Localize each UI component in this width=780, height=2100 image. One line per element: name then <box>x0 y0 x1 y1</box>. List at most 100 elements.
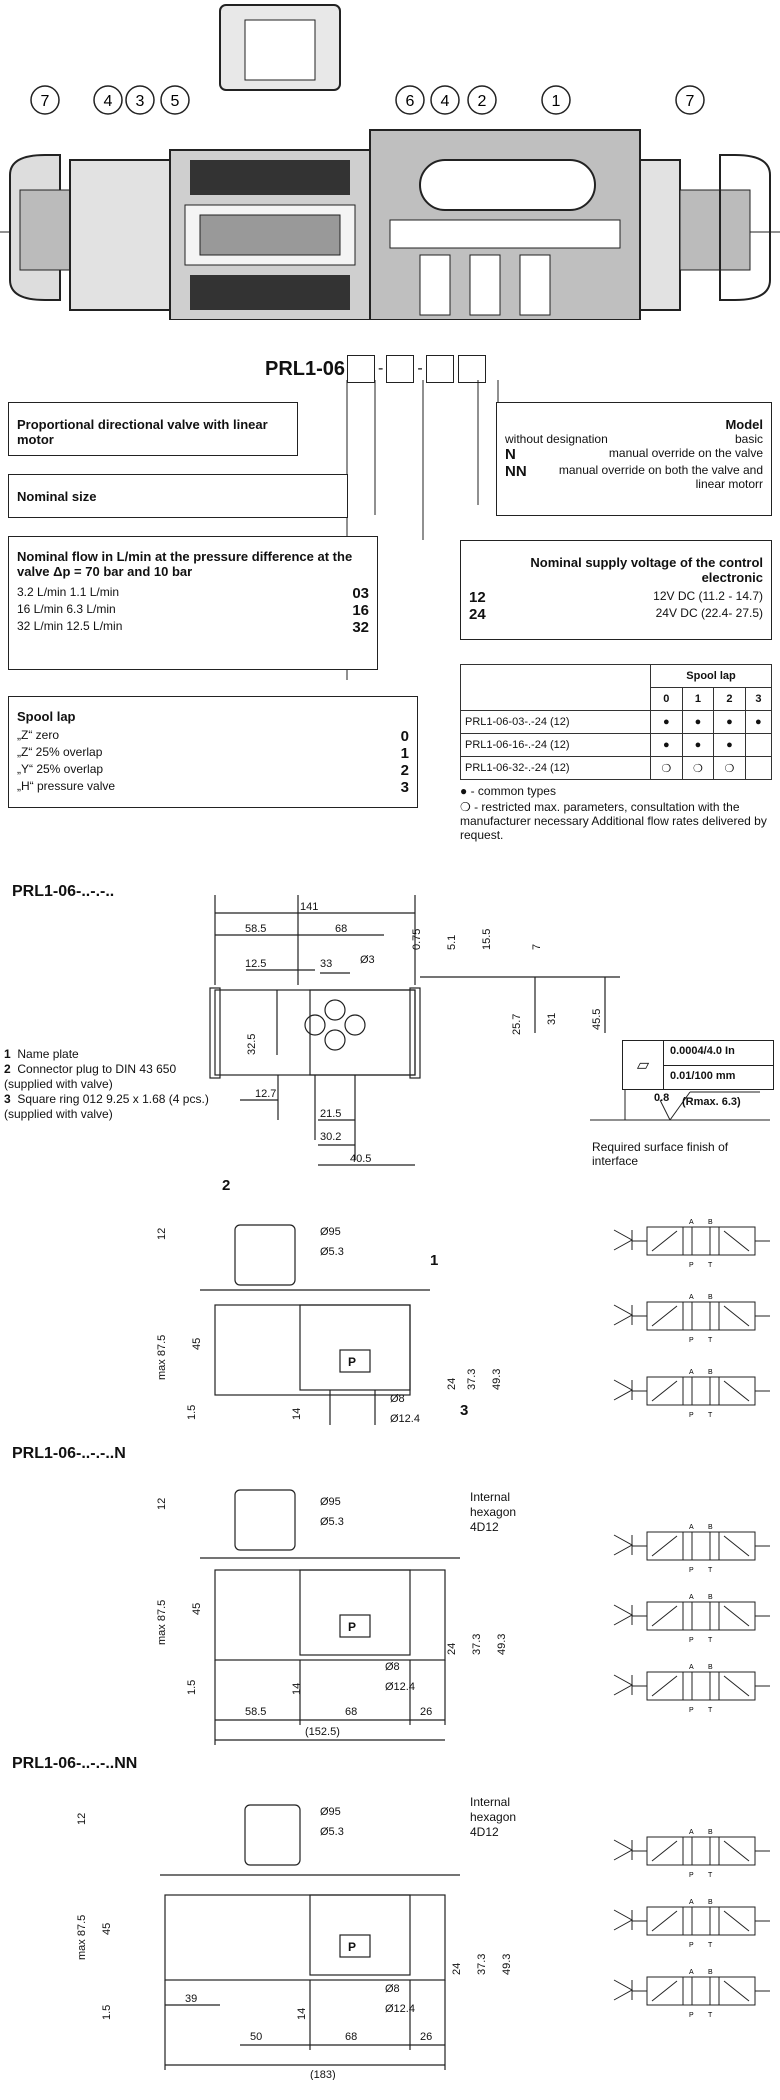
dim-label: 39 <box>185 1993 197 2005</box>
dim-label: 21.5 <box>320 1108 341 1120</box>
dim-label: 45 <box>101 1923 113 1935</box>
dim-label: 32.5 <box>246 1034 258 1055</box>
flow-arrow <box>723 1305 750 1327</box>
dim-label: Ø95 <box>320 1496 341 1508</box>
spool-lap-table: Spool lap 0 1 2 3 PRL1-06-03-.-24 (12) ●… <box>459 664 773 780</box>
hexagon-note-n: Internal hexagon 4D12 <box>470 1490 517 1534</box>
dim-label: 58.5 <box>245 1706 266 1718</box>
note-item: 2 Connector plug to DIN 43 650 (supplied… <box>4 1062 177 1091</box>
flow-arrow <box>651 1380 678 1402</box>
spool-col: 3 <box>744 687 773 711</box>
flow-arrow <box>723 1980 750 2002</box>
port-t: T <box>708 1707 713 1714</box>
dim-label: Ø5.3 <box>320 1246 344 1258</box>
callout-circle <box>160 85 190 115</box>
spool-col: 2 <box>713 687 746 711</box>
flow-heading: Nominal flow in L/min at the pressure di… <box>17 549 353 579</box>
dim-label: Ø12.4 <box>390 1413 420 1425</box>
port-b: B <box>708 1899 713 1906</box>
callout-circle <box>467 85 497 115</box>
port-t: T <box>708 1262 713 1269</box>
dim-label: 45.5 <box>591 1009 603 1030</box>
valve-symbol: A B P T <box>613 1899 770 1949</box>
port-b: B <box>708 1294 713 1301</box>
dim-label: 7 <box>531 944 543 950</box>
port-p: P <box>689 1942 694 1949</box>
flow-arrow <box>651 1675 678 1697</box>
port-b: B <box>708 1524 713 1531</box>
dim-label: Ø8 <box>385 1661 400 1673</box>
port-t: T <box>708 1637 713 1644</box>
dim-label: 24 <box>446 1643 458 1655</box>
title-text: Proportional directional valve with line… <box>17 417 268 447</box>
dim-label: 12.5 <box>245 958 266 970</box>
dim-label: 0.75 <box>411 929 423 950</box>
callout: 3 <box>460 1402 468 1419</box>
dim-label: max 87.5 <box>76 1915 88 1960</box>
dim-label: 40.5 <box>350 1153 371 1165</box>
port-b: B <box>708 1369 713 1376</box>
dim-label: Ø5.3 <box>320 1516 344 1528</box>
dim-label: 5.1 <box>446 935 458 950</box>
legend-common: ● - common types <box>460 784 556 798</box>
surface-note: Required surface finish of interface <box>592 1140 729 1168</box>
dim-label: 68 <box>345 1706 357 1718</box>
side-view-basic: 2 1 3 12 Ø95 Ø5.3 max 87.5 45 24 37.3 49… <box>156 1180 503 1425</box>
model-code: PRL1-06 - - <box>265 355 486 383</box>
port-p: P <box>689 1637 694 1644</box>
nominal-size-text: Nominal size <box>17 489 97 504</box>
dim-label: max 87.5 <box>156 1600 168 1645</box>
flow-arrow <box>651 1910 678 1932</box>
section1-title: PRL1-06-..-.-.. <box>12 883 115 900</box>
dim-label: 49.3 <box>496 1634 508 1655</box>
dim-label: 68 <box>345 2031 357 2043</box>
table-row: PRL1-06-32-.-24 (12) ❍❍❍ <box>459 756 773 780</box>
callout: 1 <box>430 1252 438 1269</box>
code-slot-voltage <box>457 355 486 383</box>
spool-heading: Spool lap <box>17 709 76 724</box>
notes-list: 1 Name plate 2 Connector plug to DIN 43 … <box>4 1047 214 1122</box>
port-t: T <box>708 1412 713 1419</box>
section3-title: PRL1-06-..-.-..NN <box>12 1755 138 1772</box>
note-item: 1 Name plate <box>4 1047 79 1061</box>
port-t: T <box>708 2012 713 2019</box>
spool-col: 0 <box>650 687 683 711</box>
port-a: A <box>689 1524 694 1531</box>
callout-number: 6 <box>406 93 415 110</box>
dim-label: max 87.5 <box>156 1335 168 1380</box>
dim-label: 30.2 <box>320 1131 341 1143</box>
port-a: A <box>689 1829 694 1836</box>
callout: 2 <box>222 1180 230 1194</box>
section2-title: PRL1-06-..-.-..N <box>12 1445 126 1462</box>
flow-arrow <box>651 1980 678 2002</box>
dim-label: 12 <box>156 1228 168 1240</box>
callout-number: 7 <box>686 93 695 110</box>
dim-label: Ø12.4 <box>385 2003 415 2015</box>
port-b: B <box>708 1969 713 1976</box>
port-p: P <box>689 1567 694 1574</box>
flow-arrow <box>723 1535 750 1557</box>
roughness-max: (Rmax. 6.3) <box>682 1096 741 1108</box>
dim-label: 37.3 <box>471 1634 483 1655</box>
port-t: T <box>708 1942 713 1949</box>
flow-arrow <box>723 1840 750 1862</box>
dim-label: 12 <box>76 1813 88 1825</box>
legend-restricted: ❍ - restricted max. parameters, consulta… <box>460 800 767 842</box>
port-a: A <box>689 1899 694 1906</box>
port-b: B <box>708 1664 713 1671</box>
tolerance-value: 0.01/100 mm <box>670 1069 736 1082</box>
flow-arrow <box>723 1675 750 1697</box>
dim-label: Ø95 <box>320 1226 341 1238</box>
